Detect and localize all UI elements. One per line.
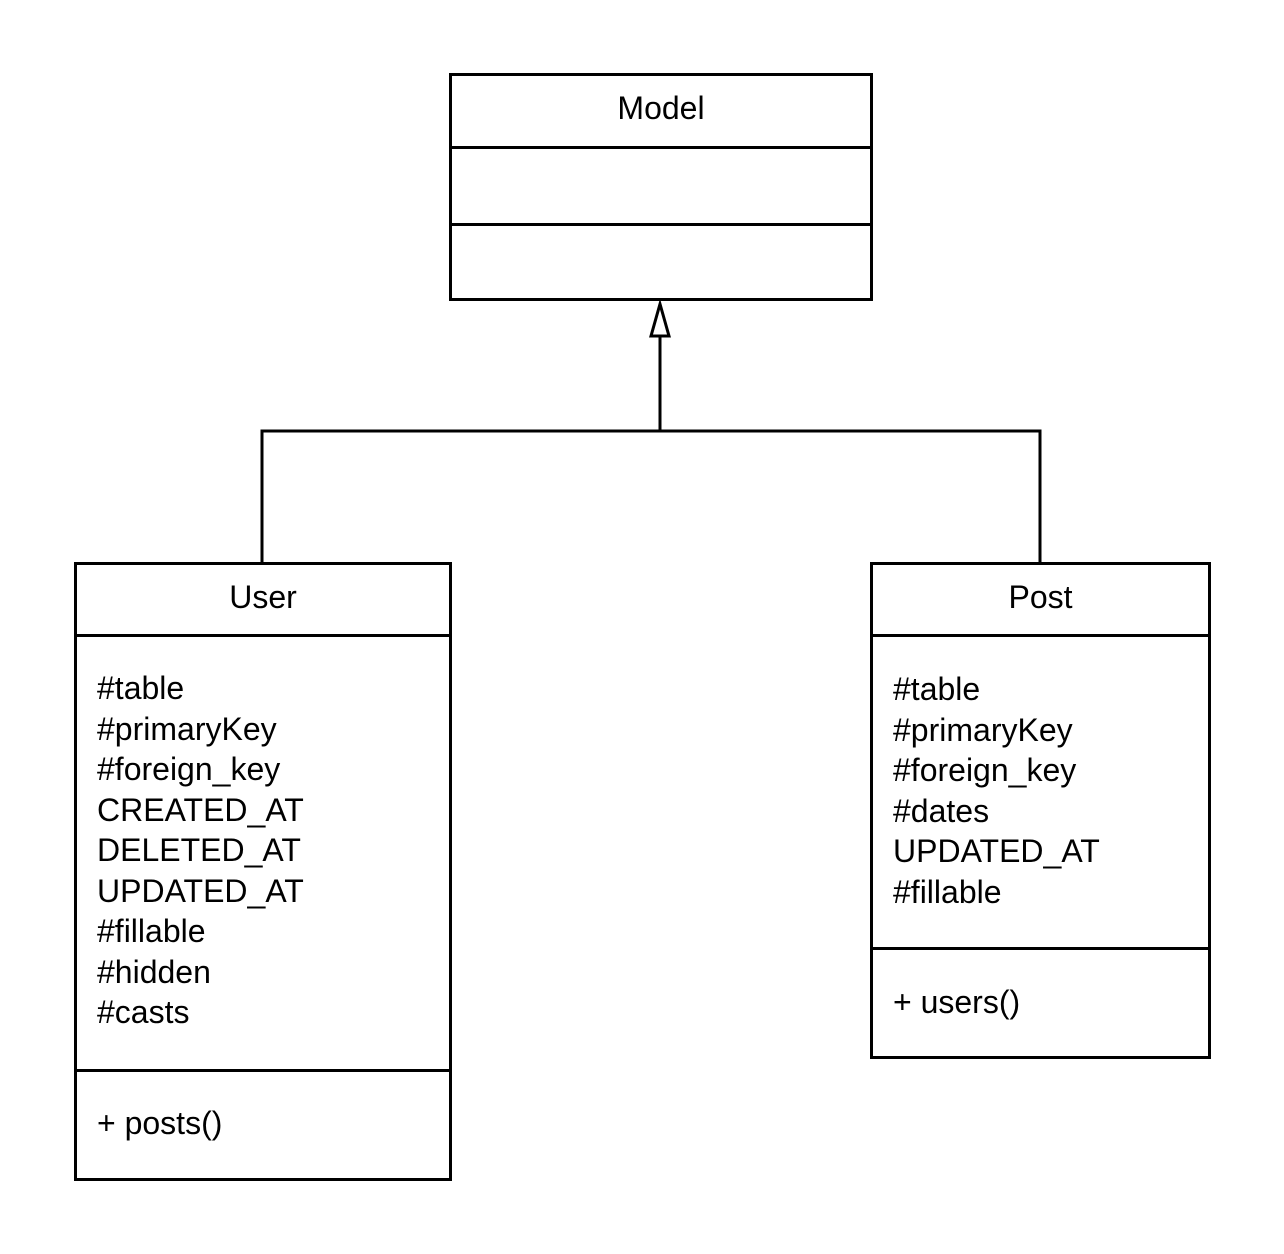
attribute-fillable: #fillable bbox=[893, 873, 1002, 910]
attribute-hidden: #hidden bbox=[97, 953, 211, 990]
generalization-arrowhead bbox=[649, 298, 671, 338]
attribute-deleted-at: DELETED_AT bbox=[97, 832, 301, 868]
class-model: Model bbox=[449, 73, 873, 301]
attribute-dates: #dates bbox=[893, 792, 990, 829]
class-model-attributes bbox=[452, 149, 870, 226]
method-posts: + posts() bbox=[97, 1105, 223, 1141]
class-model-name: Model bbox=[452, 76, 870, 149]
attribute-table: #table bbox=[893, 671, 981, 707]
attribute-table: #table bbox=[97, 670, 185, 706]
class-post-attributes: #table #primaryKey #foreign_key #dates U… bbox=[873, 637, 1208, 950]
attribute-created-at: CREATED_AT bbox=[97, 791, 304, 828]
class-user-attributes: #table #primaryKey #foreign_key CREATED_… bbox=[77, 637, 449, 1072]
class-model-methods bbox=[452, 226, 870, 298]
attribute-casts: #casts bbox=[97, 994, 190, 1030]
class-user: User #table #primaryKey #foreign_key CRE… bbox=[74, 562, 452, 1181]
class-user-methods: + posts() bbox=[77, 1072, 449, 1144]
attribute-updated-at: UPDATED_AT bbox=[893, 833, 1100, 869]
method-users: + users() bbox=[893, 984, 1021, 1020]
class-post-methods: + users() bbox=[873, 950, 1208, 1023]
attribute-primarykey: #primaryKey bbox=[893, 711, 1073, 748]
attribute-foreign-key: #foreign_key bbox=[893, 752, 1077, 788]
attribute-foreign-key: #foreign_key bbox=[97, 751, 281, 787]
attribute-updated-at: UPDATED_AT bbox=[97, 872, 304, 909]
class-post: Post #table #primaryKey #foreign_key #da… bbox=[870, 562, 1211, 1059]
attribute-fillable: #fillable bbox=[97, 913, 206, 949]
attribute-primarykey: #primaryKey bbox=[97, 710, 277, 747]
class-user-name: User bbox=[77, 565, 449, 637]
generalization-line bbox=[260, 429, 1042, 562]
class-post-name: Post bbox=[873, 565, 1208, 637]
